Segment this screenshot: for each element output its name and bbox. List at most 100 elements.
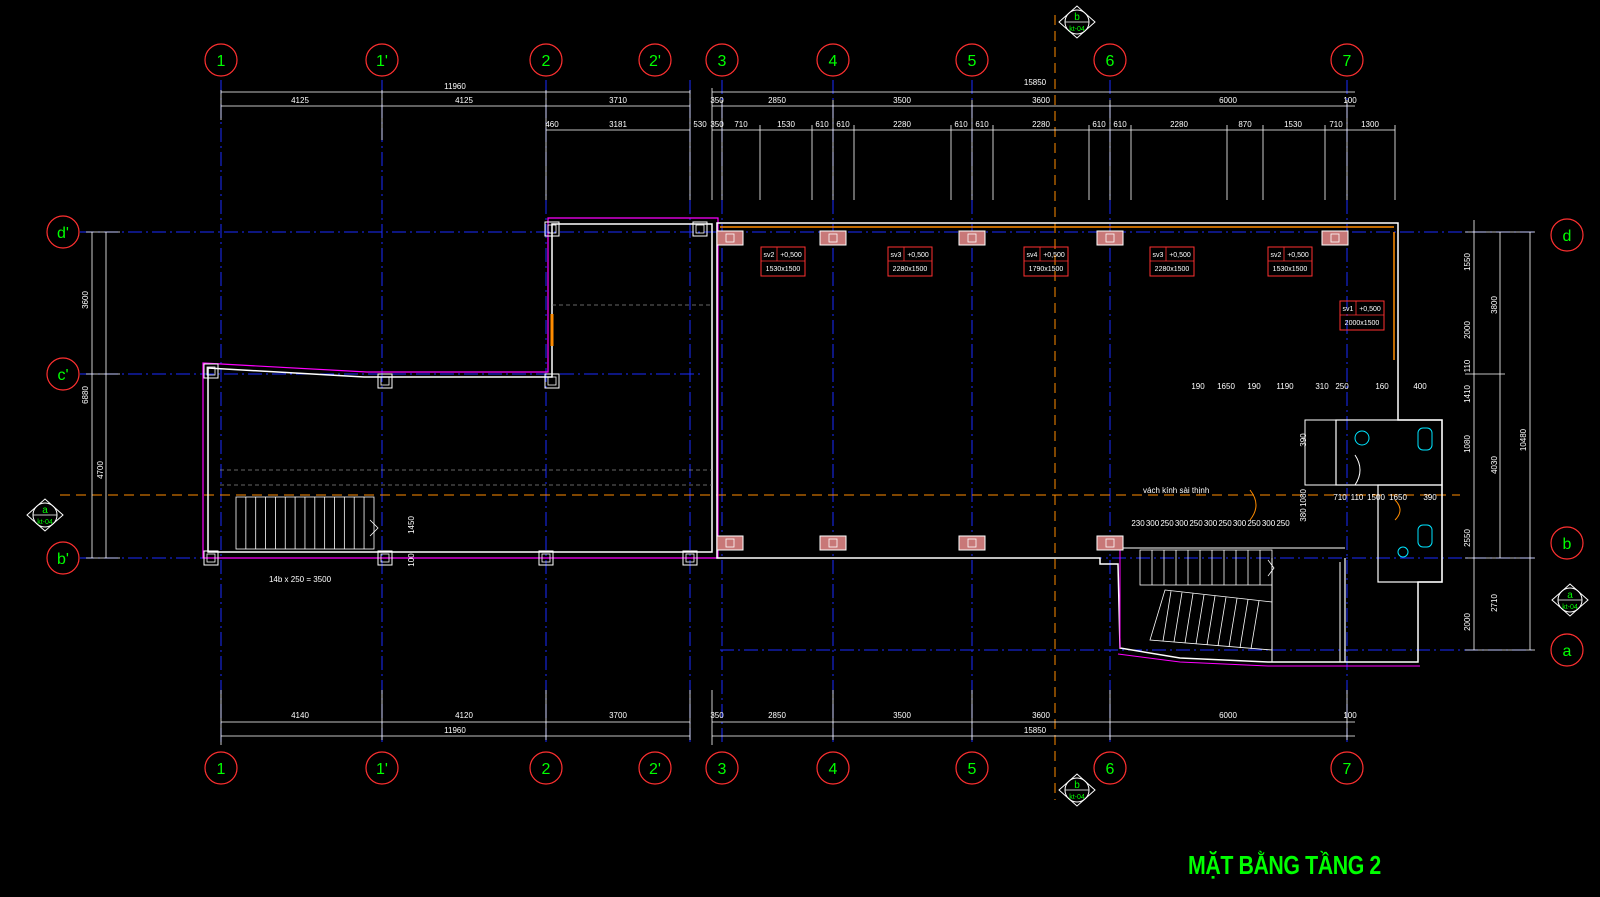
- dimension-text: 610: [836, 120, 850, 129]
- grid-bubble-top: 1: [204, 43, 238, 77]
- column: [958, 535, 986, 551]
- grid-label: b': [57, 551, 69, 568]
- section-mark: bkt-04: [1058, 773, 1096, 807]
- grid-label: 4: [829, 761, 838, 778]
- dimension-text: 300: [1233, 519, 1247, 528]
- dimension-text: 110: [1463, 359, 1472, 372]
- dimension-text: 2280: [1032, 120, 1050, 129]
- dimension-text: 230: [1131, 519, 1145, 528]
- grid-bubble-top: 5: [955, 43, 989, 77]
- dimension-text: 300: [1146, 519, 1160, 528]
- grid-label: d': [57, 225, 69, 242]
- dimension-text: 1650: [1217, 382, 1235, 391]
- dimension-text: 2280: [893, 120, 911, 129]
- dimension-text: 100: [1343, 96, 1357, 105]
- dimension-text: 1450: [407, 516, 416, 534]
- grid-bubble-left: c': [46, 357, 80, 391]
- dimension-text: 400: [1413, 382, 1427, 391]
- window-level: +0,500: [1287, 252, 1309, 259]
- grid-label: 3: [718, 53, 727, 70]
- dimension-text: 1530: [1284, 120, 1302, 129]
- column: [544, 221, 560, 237]
- dimension-text: 380: [1299, 508, 1308, 522]
- window-size: 2280x1500: [1155, 266, 1190, 273]
- dimension-text: 1190: [1276, 382, 1294, 391]
- dimension-text: 250: [1189, 519, 1203, 528]
- window-code: sv1: [1343, 306, 1354, 313]
- window-size: 2280x1500: [893, 266, 928, 273]
- grid-bubble-top: 4: [816, 43, 850, 77]
- dimension-text: 11960: [444, 726, 466, 735]
- grid-bubble-bottom: 5: [955, 751, 989, 785]
- dimension-text: 250: [1218, 519, 1232, 528]
- grid-label: 7: [1343, 761, 1352, 778]
- grid-label: 1: [217, 53, 226, 70]
- grid-label: 7: [1343, 53, 1352, 70]
- dimension-text: 1080: [1299, 489, 1308, 507]
- section-sheet: kt-04: [1069, 794, 1085, 801]
- dimension-text: 2280: [1170, 120, 1188, 129]
- dimension-text: 4700: [96, 461, 105, 479]
- grid-bubble-bottom: 1': [365, 751, 399, 785]
- dimension-text: 6880: [81, 386, 90, 404]
- window-code: sv3: [1153, 252, 1164, 259]
- dimension-text: 110: [1351, 493, 1364, 502]
- column: [203, 550, 219, 566]
- window-level: +0,500: [780, 252, 802, 259]
- grid-bubble-bottom: 3: [705, 751, 739, 785]
- dimension-text: 710: [1329, 120, 1343, 129]
- drawing-title: MẶT BẰNG TẦNG 2: [1188, 850, 1381, 880]
- dimension-text: 610: [954, 120, 968, 129]
- dimension-text: 710: [1333, 493, 1347, 502]
- dimension-text: 310: [1315, 382, 1329, 391]
- toilet-fixtures: [1354, 427, 1433, 558]
- grid-label: 3: [718, 761, 727, 778]
- grid-bubble-top: 6: [1093, 43, 1127, 77]
- section-mark: akt-04: [26, 498, 64, 532]
- dimension-text: 3500: [893, 711, 911, 720]
- dimension-text: 4125: [291, 96, 309, 105]
- dimension-text: 350: [710, 120, 724, 129]
- dimension-text: 1550: [1463, 253, 1472, 271]
- section-cut-lines: [60, 15, 1460, 800]
- grid-bubble-bottom: 4: [816, 751, 850, 785]
- grid-bubble-right: b: [1550, 526, 1584, 560]
- dimension-text: 300: [1175, 519, 1189, 528]
- column: [958, 230, 986, 246]
- section-sheet: kt-04: [37, 519, 53, 526]
- dimension-text: 1080: [1463, 435, 1472, 453]
- grid-label: 6: [1106, 53, 1115, 70]
- grid-bubble-left: d': [46, 215, 80, 249]
- column: [716, 230, 744, 246]
- window-size: 1530x1500: [1273, 266, 1308, 273]
- grid-label: 4: [829, 53, 838, 70]
- dimension-text: 190: [1191, 382, 1205, 391]
- column: [692, 221, 708, 237]
- dimension-text: 2550: [1463, 529, 1472, 547]
- dimension-text: 250: [1247, 519, 1261, 528]
- axis-grid: [80, 80, 1535, 742]
- section-sheet: kt-04: [1069, 26, 1085, 33]
- dimension-text: 2710: [1490, 594, 1499, 612]
- dimension-text: 1530: [777, 120, 795, 129]
- section-sheet: kt-04: [1562, 604, 1578, 611]
- dimension-text: 350: [710, 711, 724, 720]
- window-code: sv2: [764, 252, 775, 259]
- dimension-lines: [86, 88, 1535, 745]
- dimension-text: 3600: [1032, 711, 1050, 720]
- dimension-text: 160: [1375, 382, 1389, 391]
- dimension-text: 460: [545, 120, 559, 129]
- grid-label: 1': [376, 53, 388, 70]
- grid-bubble-top: 2': [638, 43, 672, 77]
- dimension-text: 11960: [444, 82, 466, 91]
- dimension-text: 1500: [1367, 493, 1385, 502]
- grid-label: 2: [542, 761, 551, 778]
- grid-label: c': [57, 367, 68, 384]
- grid-bubble-bottom: 2': [638, 751, 672, 785]
- dimension-text: 6000: [1219, 711, 1237, 720]
- dimension-text: 4140: [291, 711, 309, 720]
- dimension-text: 250: [1160, 519, 1174, 528]
